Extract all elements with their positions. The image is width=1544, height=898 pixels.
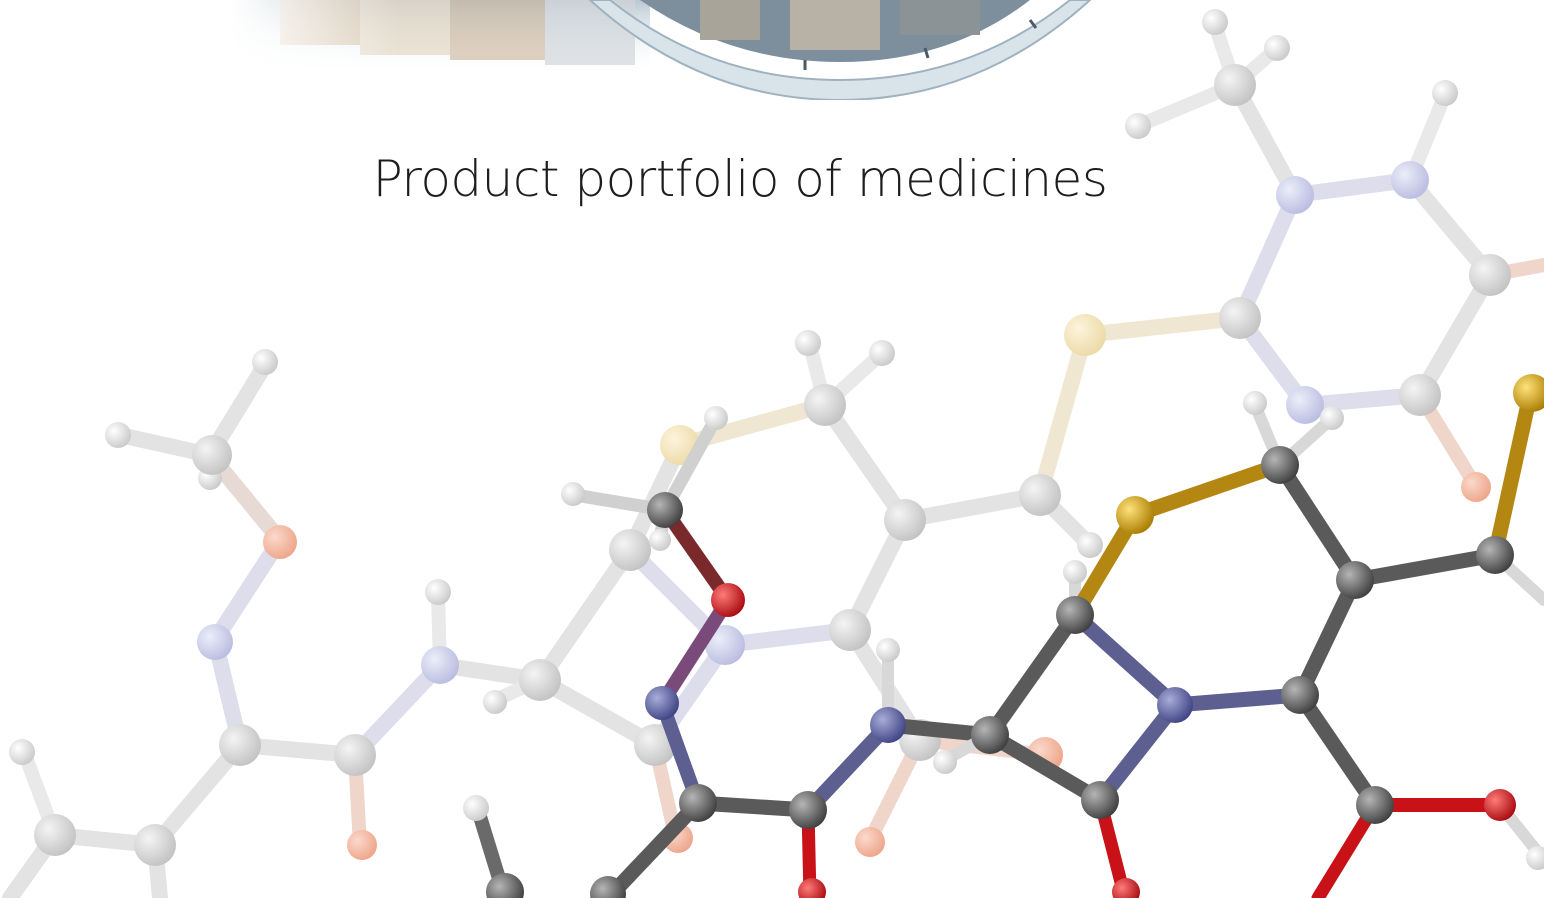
- medical-collage-dial-image: [230, 0, 1092, 100]
- page-title: Product portfolio of medicines: [372, 150, 1108, 208]
